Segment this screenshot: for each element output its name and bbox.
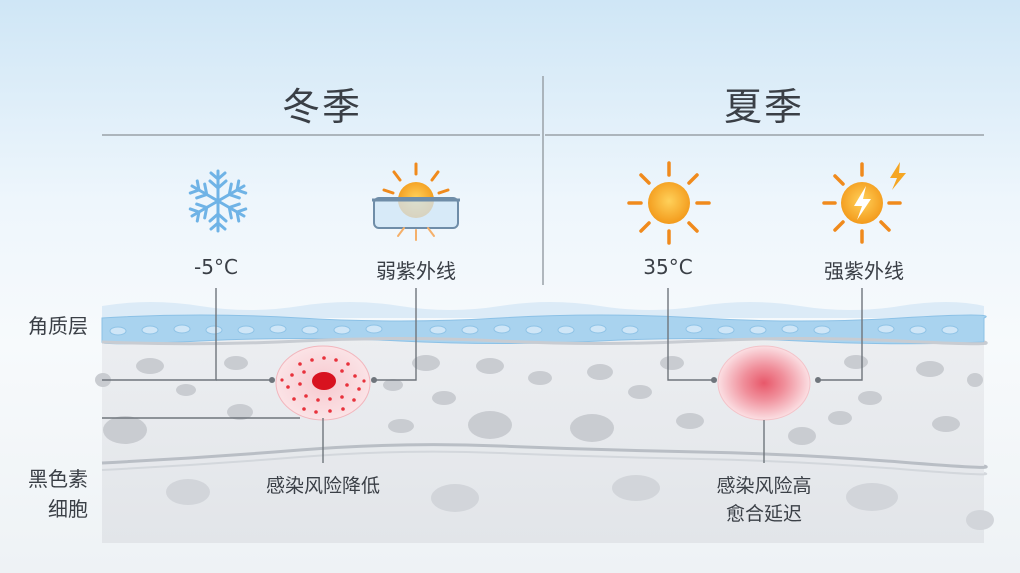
- melanocyte-label: 黑色素 细胞: [14, 464, 88, 524]
- winter-title: 冬季: [281, 85, 362, 129]
- connector-lines: [102, 288, 863, 463]
- melanocyte-boundary: [101, 443, 988, 469]
- winter-lesion-dots: [280, 356, 366, 414]
- summer-lesion: [717, 345, 811, 421]
- summer-outcome: 感染风险高 愈合延迟: [684, 472, 844, 528]
- summer-outcome-line1: 感染风险高: [716, 475, 812, 497]
- winter-temperature-label: -5°C: [194, 255, 238, 279]
- winter-outcome: 感染风险降低: [265, 475, 380, 497]
- melanocyte-label-line1: 黑色素: [28, 467, 88, 491]
- summer-uv-label: 强紫外线: [824, 259, 904, 283]
- melanocyte-cells: [166, 475, 994, 530]
- skin-body: [102, 330, 984, 543]
- summer-title: 夏季: [723, 85, 804, 129]
- summer-temperature-label: 35°C: [643, 255, 693, 279]
- summer-outcome-line2: 愈合延迟: [725, 503, 802, 525]
- sun-lightning-icon: [822, 162, 906, 244]
- winter-uv-label: 弱紫外线: [376, 259, 456, 283]
- stratum-corneum-label: 角质层: [28, 314, 88, 338]
- melanocyte-label-line2: 细胞: [48, 497, 88, 521]
- sun-icon: [627, 161, 711, 245]
- sun-behind-shield-icon: [372, 162, 460, 241]
- corneum-cells: [109, 324, 959, 336]
- snowflake-icon: [186, 169, 250, 233]
- winter-lesion-core: [312, 372, 336, 390]
- skin-top-membrane: [102, 302, 984, 318]
- epidermis-cells: [95, 355, 983, 445]
